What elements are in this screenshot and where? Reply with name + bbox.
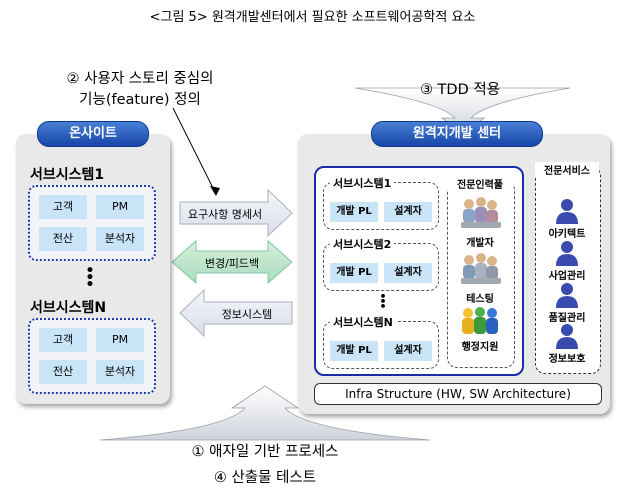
onsiteN-cell-it: 전산 <box>39 360 87 384</box>
callout-2-line1: ② 사용자 스토리 중심의 <box>66 71 214 87</box>
onsite-label: 온사이트 <box>37 121 149 147</box>
feedback-label: 변경/피드백 <box>204 257 260 270</box>
service-quality-mgmt: 품질관리 <box>548 313 586 324</box>
remote2-cell-designer: 설계자 <box>384 263 432 283</box>
expert-pool-testing: 테스팅 <box>466 294 494 305</box>
onsiteN-cell-pm: PM <box>96 328 144 352</box>
requirements-arrow-shape <box>179 188 293 238</box>
process-fan-arrow <box>99 385 431 441</box>
onsite-subsysN-title: 서브시스템N <box>30 300 107 316</box>
remote2-cell-devpl: 개발 PL <box>330 263 378 283</box>
admin-group-icon <box>462 307 498 334</box>
onsite-subsys1-title: 서브시스템1 <box>30 167 105 183</box>
remote1-cell-designer: 설계자 <box>384 202 432 222</box>
security-person-icon <box>556 324 578 349</box>
callout-2-line2: 기능(feature) 정의 <box>79 92 201 108</box>
callout-line-2 <box>172 107 217 195</box>
onsite1-cell-it: 전산 <box>39 227 87 251</box>
onsite1-cell-pm: PM <box>96 195 144 219</box>
developer-group-icon <box>461 197 501 228</box>
remoteN-cell-devpl: 개발 PL <box>330 341 378 361</box>
callout-1: ① 애자일 기반 프로세스 <box>191 444 339 460</box>
remote-subsys1-title: 서브시스템1 <box>330 175 395 191</box>
expert-pool-admin: 행정지원 <box>461 342 499 353</box>
remote-ellipsis: ••• <box>379 290 387 313</box>
remote-subsysN-title: 서브시스템N <box>330 314 396 330</box>
remoteN-cell-designer: 설계자 <box>384 341 432 361</box>
onsite1-cell-analyst: 분석자 <box>96 227 144 251</box>
onsiteN-cell-customer: 고객 <box>39 328 87 352</box>
feedback-arrow-shape <box>171 239 293 285</box>
expert-pool-title: 전문인력풀 <box>447 176 513 191</box>
architect-person-icon <box>556 199 578 224</box>
service-architect: 아키텍트 <box>548 229 586 240</box>
info-arrow-shape <box>179 288 293 338</box>
expert-pool-developer: 개발자 <box>466 238 494 249</box>
quality-mgmt-person-icon <box>556 283 578 308</box>
callout-3: ③ TDD 적용 <box>419 82 501 98</box>
onsite1-cell-customer: 고객 <box>39 195 87 219</box>
onsite-subsysN-box: 고객 PM 전산 분석자 <box>28 318 156 394</box>
requirements-label: 요구사항 명세서 <box>187 208 263 221</box>
expert-service-title: 전문서비스 <box>535 162 599 177</box>
service-project-mgmt: 사업관리 <box>548 271 586 282</box>
remote-subsys2-title: 서브시스템2 <box>330 236 395 252</box>
tester-group-icon <box>461 253 501 284</box>
project-mgmt-person-icon <box>556 241 578 266</box>
onsite-ellipsis: ••• <box>85 263 95 293</box>
remote-center-label: 원격지개발 센터 <box>371 121 543 147</box>
info-system-label: 정보시스템 <box>221 308 273 321</box>
remote1-cell-devpl: 개발 PL <box>330 202 378 222</box>
onsiteN-cell-analyst: 분석자 <box>96 360 144 384</box>
figure-title: <그림 5> 원격개발센터에서 필요한 소프트웨어공학적 요소 <box>149 10 476 25</box>
infra-structure-bar: Infra Structure (HW, SW Architecture) <box>314 383 602 405</box>
service-info-security: 정보보호 <box>548 354 586 365</box>
onsite-subsys1-box: 고객 PM 전산 분석자 <box>28 185 156 261</box>
callout-4: ④ 산출물 테스트 <box>213 470 317 486</box>
